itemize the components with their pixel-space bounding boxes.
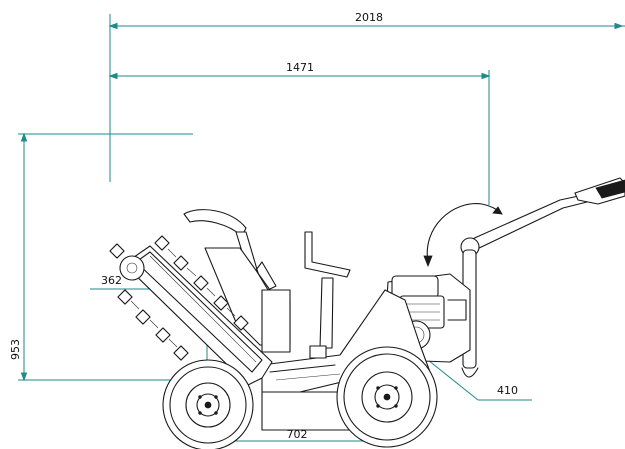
digging-boom	[119, 245, 273, 386]
dimension-height: 953	[9, 132, 193, 382]
handle-rotation-arrow	[423, 203, 503, 268]
dimension-length-to-handle: 1471	[108, 61, 491, 205]
dimension-trench-depth: 362	[90, 274, 160, 290]
handle-bar	[460, 177, 625, 378]
chain-guard	[183, 209, 291, 353]
height-label: 953	[9, 339, 22, 360]
dimension-overall-length: 2018	[108, 11, 625, 182]
front-wheel	[162, 359, 254, 449]
wheel-offset-label: 410	[497, 384, 518, 397]
overall-length-label: 2018	[355, 11, 383, 24]
length-to-handle-label: 1471	[286, 61, 314, 74]
operator-stand	[304, 231, 351, 359]
trench-depth-label: 362	[101, 274, 122, 287]
rear-wheel	[336, 346, 438, 448]
wheel-base-label: 702	[287, 428, 308, 441]
chain-teeth	[109, 235, 249, 361]
